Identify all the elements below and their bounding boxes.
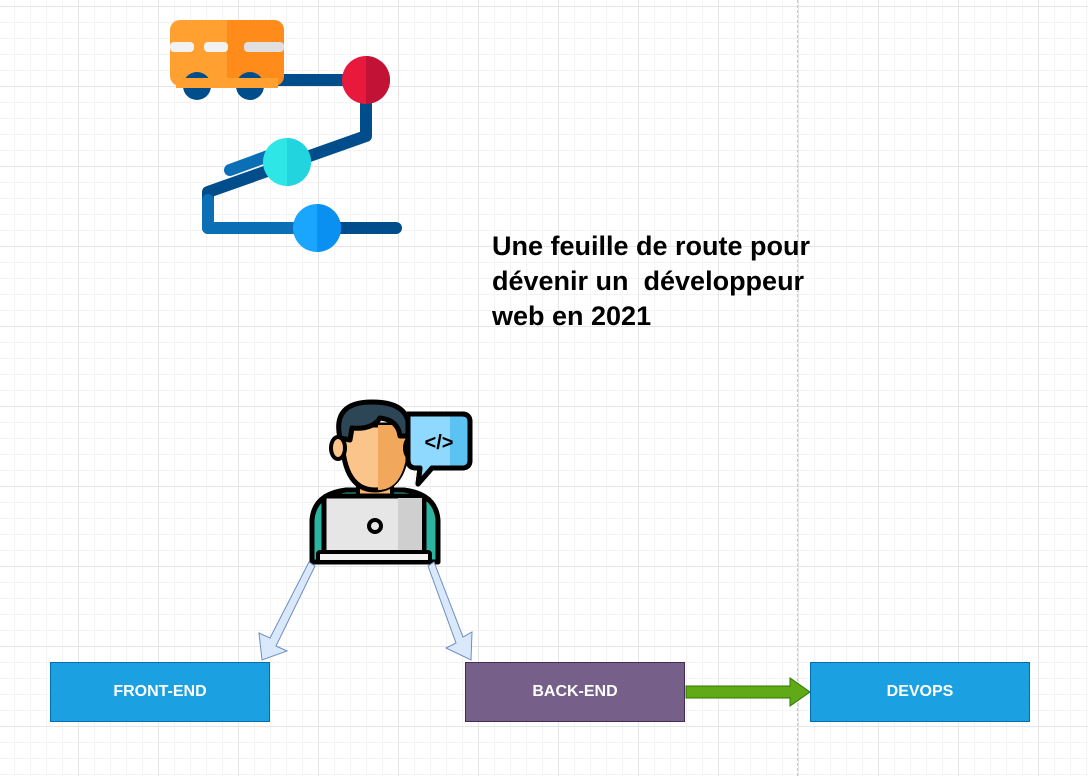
- devops-label: DEVOPS: [886, 683, 954, 700]
- page-title: Une feuille de route pour dévenir un dév…: [492, 229, 872, 334]
- arrow-to-back-end: [427, 561, 473, 661]
- title-line-3: web en 2021: [492, 301, 652, 331]
- title-line-1: Une feuille de route pour: [492, 231, 811, 261]
- front-end-box[interactable]: FRONT-END: [50, 662, 270, 722]
- arrow-to-front-end: [258, 561, 316, 661]
- back-end-label: BACK-END: [532, 683, 618, 700]
- devops-box[interactable]: DEVOPS: [810, 662, 1030, 722]
- back-end-box[interactable]: BACK-END: [465, 662, 685, 722]
- title-line-2: dévenir un développeur: [492, 266, 805, 296]
- arrow-to-devops: [685, 677, 811, 707]
- page-break-line: [797, 0, 798, 776]
- svg-text:</>: </>: [425, 432, 454, 454]
- front-end-label: FRONT-END: [113, 683, 207, 700]
